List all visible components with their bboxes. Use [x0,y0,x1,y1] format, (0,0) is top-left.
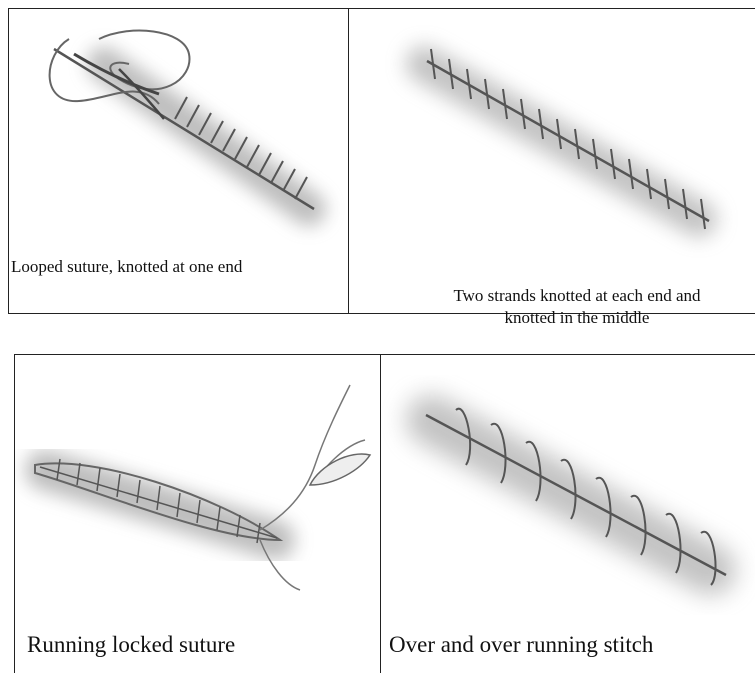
over-and-over-stitch-illustration [381,355,755,625]
panel-running-locked-suture: Running locked suture [15,355,380,673]
caption-running-locked-suture: Running locked suture [27,632,235,658]
panel-two-strands: Two strands knotted at each end and knot… [349,9,755,313]
running-locked-suture-illustration [15,355,380,625]
panel-looped-suture: Looped suture, knotted at one end [9,9,348,313]
caption-two-strands-line2: knotted in the middle [399,307,755,329]
caption-over-and-over-stitch: Over and over running stitch [389,632,653,658]
caption-two-strands: Two strands knotted at each end and knot… [399,285,755,329]
panel-over-and-over-stitch: Over and over running stitch [381,355,755,673]
two-strands-illustration [349,9,755,259]
caption-looped-suture: Looped suture, knotted at one end [11,257,242,277]
looped-suture-illustration [9,9,348,269]
caption-two-strands-line1: Two strands knotted at each end and [399,285,755,307]
